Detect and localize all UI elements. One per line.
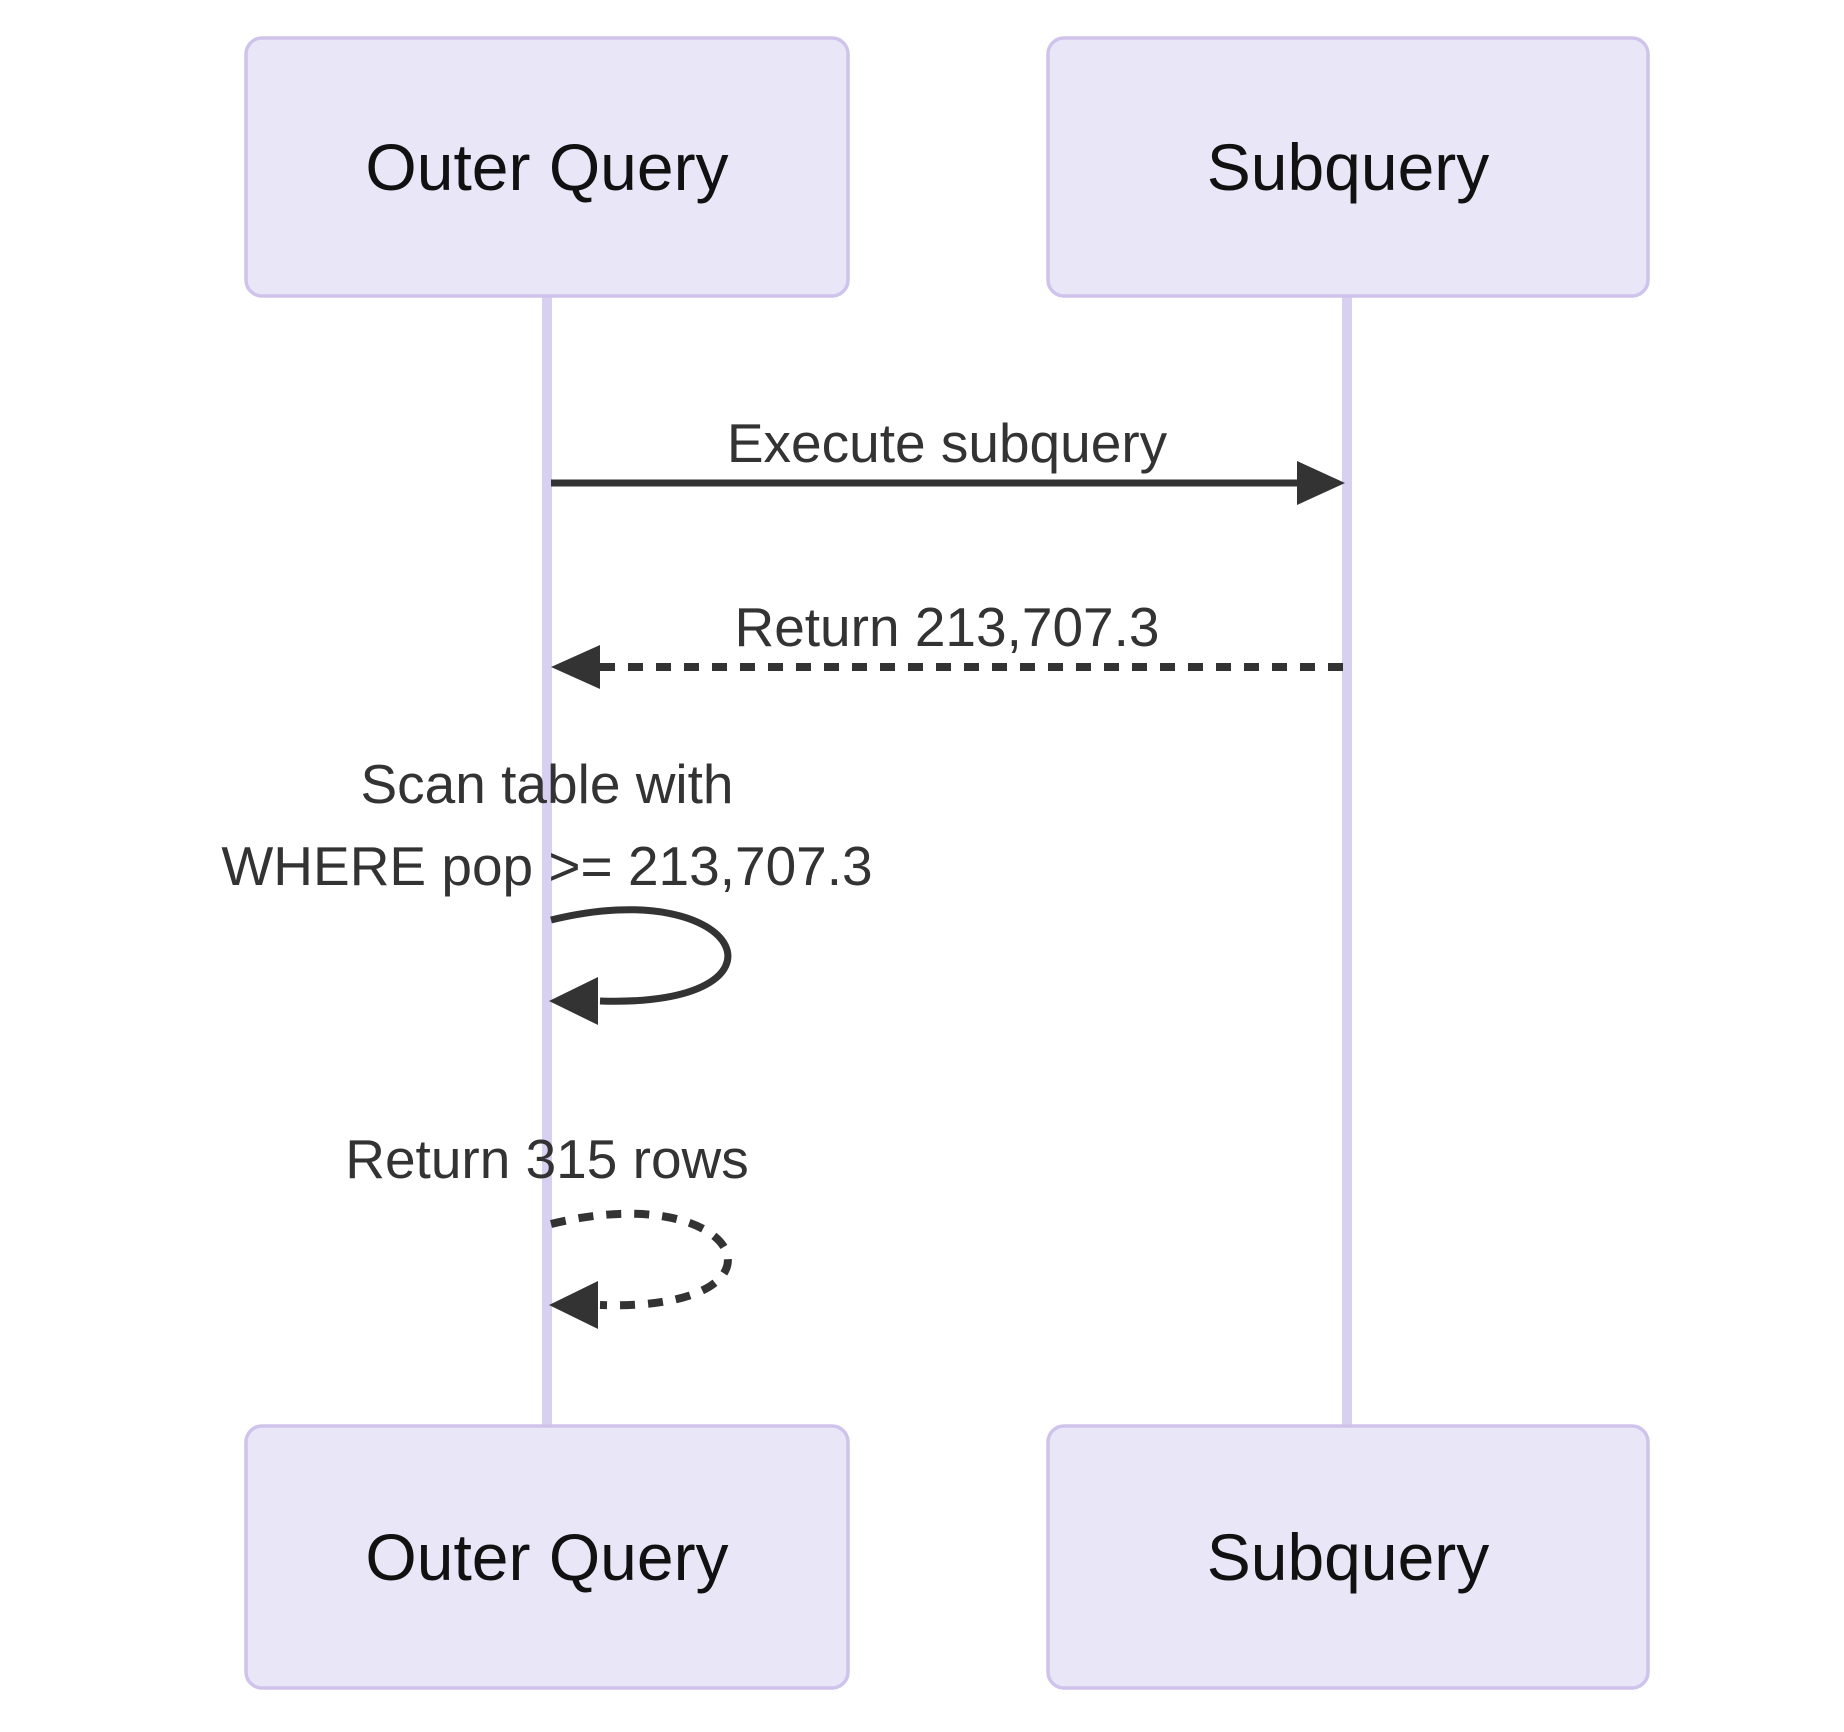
message-scan-table-label-line1: Scan table with bbox=[361, 753, 734, 815]
message-execute-subquery-label: Execute subquery bbox=[727, 412, 1168, 474]
message-return-rows-label: Return 315 rows bbox=[345, 1128, 749, 1190]
message-scan-table-self: Scan table with WHERE pop >= 213,707.3 bbox=[221, 753, 873, 1025]
message-return-value: Return 213,707.3 bbox=[551, 596, 1343, 689]
arrowhead-left-icon bbox=[551, 645, 600, 689]
actor-subquery-top: Subquery bbox=[1046, 36, 1650, 298]
message-return-value-label: Return 213,707.3 bbox=[734, 596, 1159, 658]
message-return-rows-self: Return 315 rows bbox=[345, 1128, 749, 1329]
arrowhead-self-solid-icon bbox=[549, 977, 598, 1025]
message-scan-table-label-line2: WHERE pop >= 213,707.3 bbox=[221, 835, 872, 897]
actor-label-subquery-bottom: Subquery bbox=[1207, 1520, 1490, 1594]
arrowhead-right-icon bbox=[1297, 461, 1345, 505]
message-scan-table-loop-line bbox=[550, 906, 732, 1005]
actor-label-outer-query-top: Outer Query bbox=[365, 130, 728, 204]
actor-box-outer-query-bottom bbox=[244, 1424, 850, 1690]
message-execute-subquery: Execute subquery bbox=[551, 412, 1345, 505]
arrowhead-self-dashed-icon bbox=[549, 1281, 598, 1329]
actor-box-subquery-bottom bbox=[1046, 1424, 1650, 1690]
actor-label-outer-query-bottom: Outer Query bbox=[365, 1520, 728, 1594]
actor-outer-query-bottom: Outer Query bbox=[244, 1424, 850, 1690]
actor-label-subquery-top: Subquery bbox=[1207, 130, 1490, 204]
actor-box-outer-query-top bbox=[244, 36, 850, 298]
actor-subquery-bottom: Subquery bbox=[1046, 1424, 1650, 1690]
actor-outer-query-top: Outer Query bbox=[244, 36, 850, 298]
actor-box-subquery-top bbox=[1046, 36, 1650, 298]
